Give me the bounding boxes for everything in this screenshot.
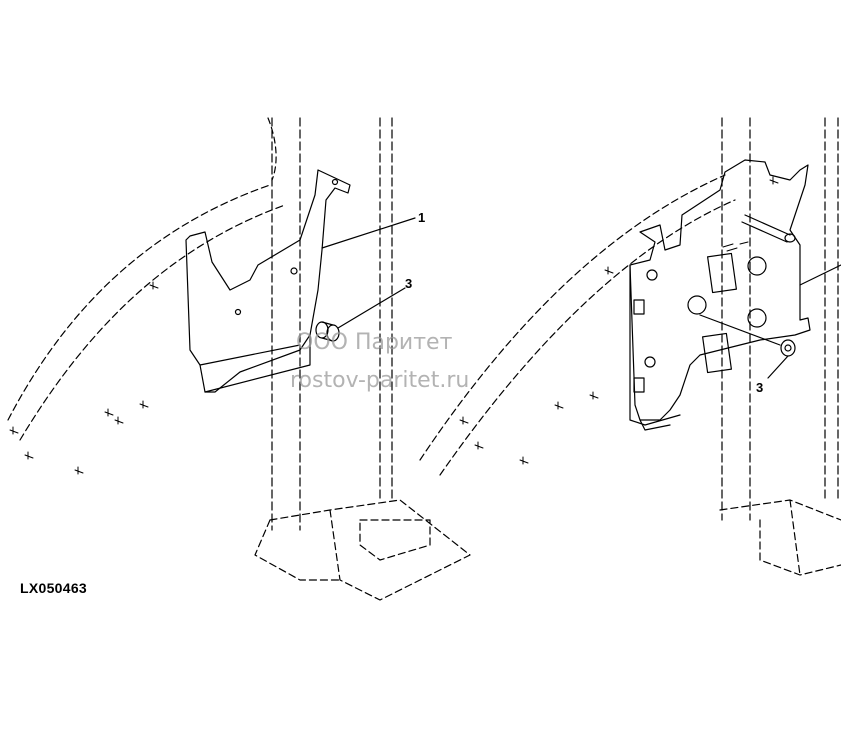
right-base [719,499,841,576]
left-callout-1: 1 [418,210,425,225]
left-base [254,499,471,601]
left-leader-3 [337,287,406,329]
left-post-cap [267,117,277,181]
left-bracket-flange [199,334,311,393]
right-leader-nut [699,314,781,346]
left-fender-bolts [9,281,159,475]
left-view: 1 3 [7,117,471,601]
watermark-url: rostov-paritet.ru [290,368,470,393]
left-nut[interactable] [315,321,340,342]
right-pins [722,241,749,252]
right-fender-arc-inner [439,199,736,476]
left-bracket[interactable] [185,169,351,393]
right-plate-edge [629,264,681,431]
right-leader-3 [767,355,789,379]
left-callout-3: 3 [405,276,412,291]
left-bracket-hole-2 [234,308,242,316]
right-callout-3: 3 [756,380,763,395]
right-post [721,117,839,521]
left-bracket-hole-3 [331,178,339,186]
left-fender-arc-inner [19,204,286,441]
left-leader-1 [321,217,416,249]
right-mounting-plate[interactable] [629,159,811,421]
figure-id-label: LX050463 [20,580,88,596]
watermark-company: ООО Паритет [296,330,453,355]
right-view: 3 [419,117,841,576]
left-bracket-hole-1 [290,267,298,275]
right-fender-arc [419,174,726,461]
right-leader-offpage [799,264,841,286]
right-plate-pads [633,252,767,393]
left-post [271,117,393,531]
right-rod[interactable] [741,214,791,243]
right-rod-end [784,233,796,243]
right-fender-bolts [459,176,779,465]
left-fender-arc [7,184,271,421]
right-nut[interactable] [780,339,796,357]
